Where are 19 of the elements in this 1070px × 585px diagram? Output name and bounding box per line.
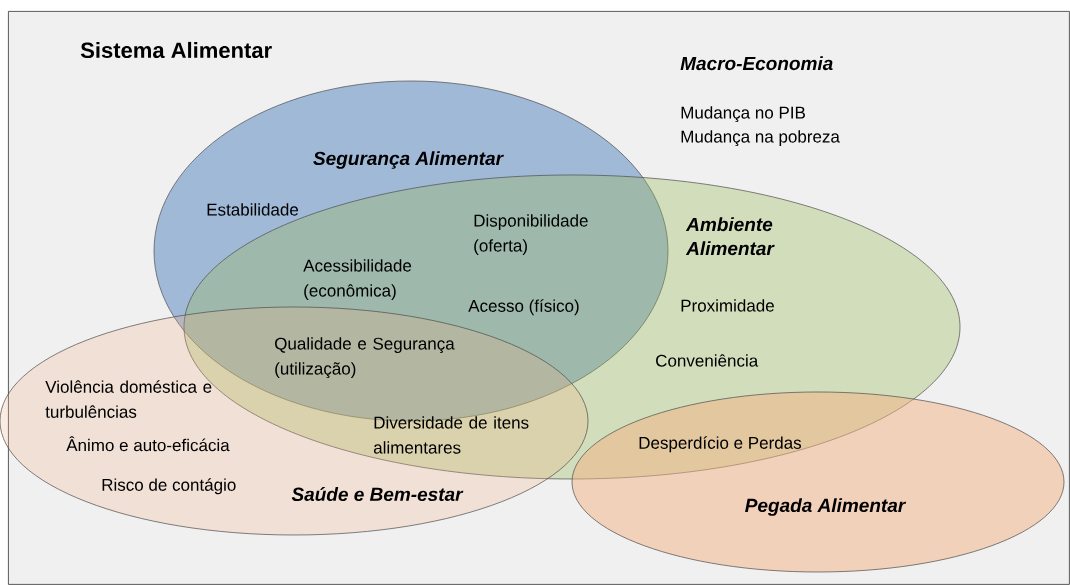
ellipse-title: Ambiente Alimentar (685, 217, 775, 256)
label-text: Qualidade e Segurança (utilização) (275, 337, 455, 379)
label-text: Risco de contágio (102, 478, 236, 495)
ellipse-title: Pegada Alimentar (745, 498, 907, 516)
label-text: Acesso (físico) (468, 299, 579, 316)
label-text: Mudança na pobreza (681, 130, 840, 147)
heading: Macro-Economia (680, 56, 833, 71)
label-text: Estabilidade (207, 203, 299, 216)
label-text: Acessibilidade (econômica) (303, 259, 412, 301)
label-text: Desperdício e Perdas (639, 436, 802, 453)
label-text: Ânimo e auto-eficácia (66, 436, 230, 452)
ellipse-title: Saúde e Bem-estar (291, 486, 464, 502)
ellipse-title: Segurança Alimentar (313, 151, 504, 169)
label-text: Disponibilidade (oferta) (474, 214, 588, 256)
label-text: Diversidade de itens alimentares (373, 416, 529, 454)
title: Sistema Alimentar (80, 41, 272, 59)
label-text: Conveniência (656, 354, 759, 367)
label-text: Proximidade (681, 299, 774, 312)
label-text: Violência doméstica e turbulências (45, 380, 212, 418)
